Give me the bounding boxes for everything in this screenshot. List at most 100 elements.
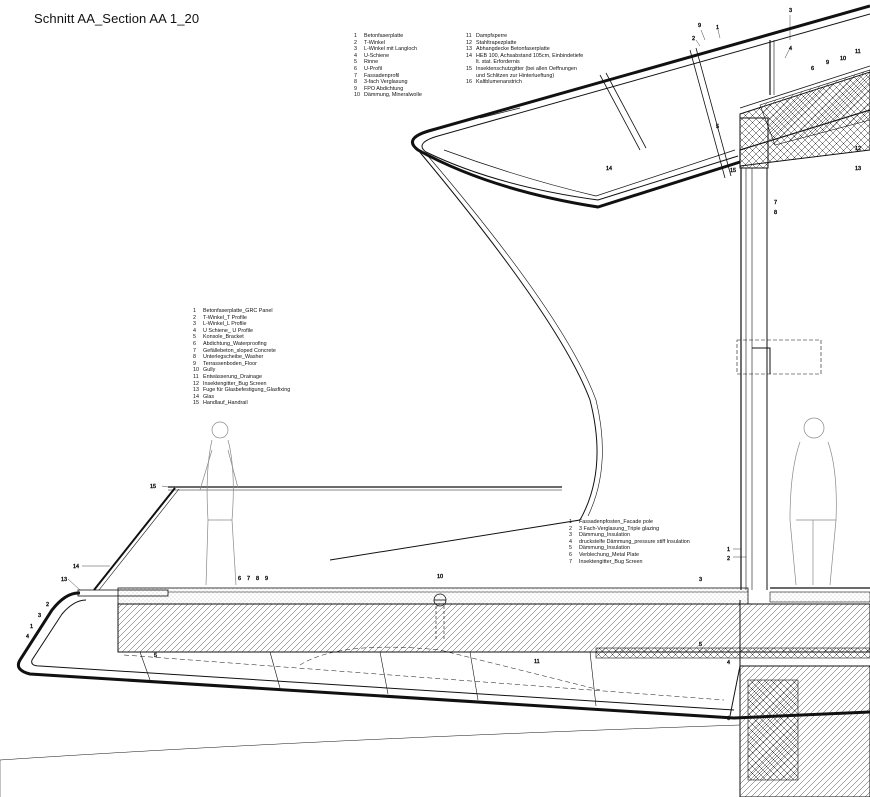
legend-number: 7 [354,72,357,79]
legend-number: 4 [354,52,357,59]
legend-text: 3-fach Verglasung [364,79,408,86]
legend-text: Fassadenprofil [364,72,400,79]
legend-text: Stahltrapezplatte [476,39,517,46]
legend-number: 9 [193,360,196,367]
legend-number: 4 [193,327,196,334]
callout-terrace: 14 [73,564,79,570]
legend-row: 7 Fassadenprofil [354,73,422,80]
callout-roof: 15 [730,168,736,174]
legend-text: L-Winkel_L Profile [203,321,247,328]
human-figure-left [199,421,239,586]
callout-roof: 14 [606,166,612,172]
legend-number: 12 [193,380,199,387]
legend-text: Glas [203,393,215,400]
legend-number: 2 [193,314,196,321]
callout-terrace: 3 [699,577,702,583]
legend-number: 6 [569,551,572,558]
legend-number: 10 [193,367,199,374]
legend-row: 5 Konsole_Bracket [193,334,290,341]
legend-number: 10 [354,92,360,99]
callout-roof: 3 [789,8,792,14]
legend-text: Gully [203,367,216,374]
callout-roof: 7 [774,200,777,206]
legend-text: Terrassenboden_Floor [203,360,257,367]
legend-number: 4 [569,538,572,545]
callout-terrace: 5 [154,653,157,659]
callout-facade: 6 [727,716,730,722]
legend-text: Konsole_Bracket [203,334,244,341]
legend-text: U-Schiene [364,52,390,59]
callout-roof: 4 [789,46,792,52]
legend-number: 13 [193,387,199,394]
legend-number: 14 [466,52,472,59]
callout-facade: 5 [699,642,702,648]
legend-number: 5 [354,59,357,66]
legend-text: Dämmung, Mineralwolle [364,92,422,99]
callout-facade: 1 [727,547,730,553]
legend-text: HEB 100, Achsabstand 105cm, Einbindetief… [476,52,584,59]
legend-row: 14 Glas [193,394,290,401]
legend-text: Betonfaserplatte_GRC Panel [203,308,273,314]
legend-text: Dämmung_Insulation [579,545,630,552]
legend-text: U Schiene_ U Profile [203,327,254,334]
callouts-terrace: 15 14 13 2 3 1 4 5 6 7 8 9 10 11 3 [26,484,702,665]
legend-row: 10 Dämmung, Mineralwolle [354,92,422,99]
callout-roof: 9 [698,23,701,29]
legend-number: 7 [569,558,572,565]
legend-row: 4 U Schiene_ U Profile [193,328,290,335]
legend-text: Gefällebeton_sloped Concrete [203,347,276,354]
legend-text: Insektenschutzgitter (bei allen Oeffnung… [476,65,577,72]
legend-text: Dampfsperre [476,33,508,39]
legend-text: druckstelfe Dämmung_pressure stiff Insul… [579,538,690,545]
callout-terrace: 6 [238,576,241,582]
legend-number: 6 [193,340,196,347]
callout-roof: 13 [855,166,861,172]
legend-number: 15 [193,400,199,407]
legend-number: 9 [354,85,357,92]
legend-number: 3 [354,46,357,53]
legend-text: und Schlitzen zur Hinterlueftung) [476,72,555,79]
legend-row: lt. stat. Erfordernis [466,59,583,66]
legend-text: lt. stat. Erfordernis [476,59,520,66]
callout-roof: 9 [826,60,829,66]
legend-text: Fassadenpfosten_Facade pole [579,519,654,525]
legend-text: Dämmung_Insulation [579,532,630,539]
page-title: Schnitt AA_Section AA 1_20 [34,11,200,26]
legend-text: Entwässerung_Drainage [203,373,263,380]
legend-number: 1 [354,33,357,39]
legend-number: 11 [193,373,199,380]
curved-column [329,149,603,561]
legend-number: 14 [193,393,199,400]
legend-row: 10 Gully [193,367,290,374]
callout-terrace: 4 [26,634,29,640]
legend-number: 6 [354,65,357,72]
callouts-facade: 1 2 5 4 6 [699,547,746,722]
legend-text: Kaltblumenanstrich [476,79,522,86]
glass-balustrade [77,486,562,597]
legend-number: 5 [193,334,196,341]
legend-text: 3 Fach-Verglasung_Triple glazing [579,525,660,532]
callout-terrace: 11 [534,659,540,665]
callout-terrace: 15 [150,484,156,490]
legend-number: 11 [466,33,472,39]
legend-number: 2 [569,525,572,532]
callout-roof: 8 [774,210,777,216]
callout-terrace: 7 [247,576,250,582]
callout-roof: 12 [855,146,861,152]
